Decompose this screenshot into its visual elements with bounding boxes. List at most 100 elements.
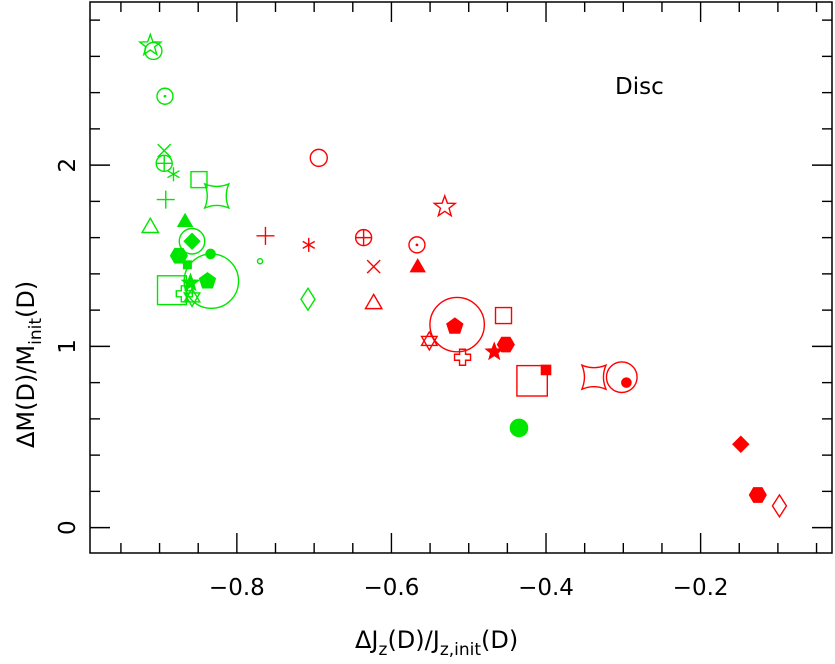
marker-dot: [415, 243, 419, 247]
marker-shape: [178, 227, 206, 255]
data-point-triangle-open-green: [140, 216, 160, 234]
y-axis-label-sub: init: [26, 318, 46, 345]
data-point-circle-filled-red: [621, 377, 632, 388]
marker-shape: [309, 148, 328, 168]
data-point-hexagon-filled-red: [748, 487, 767, 503]
data-point-square-open-green: [190, 170, 208, 189]
x-axis-label-main: ΔJ: [355, 626, 379, 654]
marker-shape: [446, 317, 464, 334]
axes: [89, 1, 833, 554]
data-point-curved-square-red: [580, 363, 608, 391]
marker-shape: [771, 493, 788, 519]
data-point-cross-x-green: [157, 143, 172, 158]
data-point-plus-red: [256, 226, 275, 245]
data-point-asterisk-green: [167, 167, 180, 182]
data-point-circle-filled-green: [509, 418, 529, 438]
marker-shape: [484, 341, 505, 361]
x-tick-label: −0.2: [673, 575, 729, 601]
x-axis-label-tail: (D): [481, 626, 518, 654]
data-point-triangle-filled-red: [409, 258, 426, 273]
marker-shape: [366, 259, 381, 274]
marker-shape: [748, 487, 767, 503]
data-point-plus-open-green: [175, 285, 193, 303]
data-point-hexagram-red: [420, 330, 439, 352]
data-point-pentagon-filled-red: [446, 317, 464, 334]
data-point-star-open-green: [137, 32, 163, 57]
y-tick-label: 1: [55, 339, 81, 354]
data-point-star-open-red: [432, 193, 458, 218]
data-point-star-filled-green: [180, 272, 201, 292]
marker-shape: [509, 418, 529, 438]
data-points: [137, 32, 788, 519]
data-point-square-filled-red: [540, 364, 552, 376]
data-point-circle-open-green: [178, 227, 206, 255]
panel-annotation: Disc: [615, 74, 664, 100]
x-tick-label: −0.4: [518, 575, 574, 601]
y-tick-label: 0: [55, 520, 81, 535]
data-point-circle-dot-red: [408, 236, 426, 254]
marker-shape: [156, 275, 188, 306]
marker-shape: [156, 190, 175, 209]
marker-shape: [137, 32, 163, 57]
marker-shape: [156, 87, 174, 105]
data-point-hexagon-filled-red: [496, 336, 515, 353]
data-point-diamond-open-red: [771, 493, 788, 519]
data-point-circle-dot-green: [156, 87, 174, 105]
marker-shape: [420, 330, 439, 347]
marker-shape: [516, 364, 549, 397]
marker-shape: [605, 361, 638, 394]
tick-marks: [90, 2, 832, 553]
marker-shape: [183, 232, 201, 250]
marker-shape: [180, 272, 201, 292]
x-axis-label-sub2: z,init: [440, 640, 482, 660]
data-point-square-open-red: [494, 306, 513, 325]
data-point-diamond-filled-green: [183, 232, 201, 250]
x-axis-label: ΔJz(D)/Jz,init(D): [355, 626, 518, 660]
marker-shape: [364, 292, 384, 310]
data-point-circle-open-green: [256, 257, 264, 265]
data-point-circle-open-green: [144, 41, 163, 61]
marker-shape-inverted: [420, 335, 439, 352]
marker-shape: [167, 167, 180, 182]
marker-shape: [183, 287, 202, 303]
marker-shape: [621, 377, 632, 388]
marker-shape: [409, 258, 426, 273]
data-point-curved-square-green: [203, 182, 231, 210]
data-point-triangle-open-red: [364, 292, 384, 310]
data-point-pentagon-filled-green: [198, 272, 217, 289]
marker-shape: [302, 237, 316, 252]
marker-shape: [256, 226, 275, 245]
data-point-cross-x-red: [366, 259, 381, 274]
marker-shape: [190, 170, 208, 189]
marker-cross: [355, 229, 372, 246]
marker-shape: [496, 336, 515, 353]
y-axis-label-main: ΔM(D)/M: [12, 345, 40, 448]
data-point-triangle-filled-green: [176, 212, 194, 228]
data-point-diamond-filled-red: [732, 435, 750, 453]
marker-shape: [408, 236, 426, 254]
data-point-square-open-red: [516, 364, 549, 397]
y-axis-label: ΔM(D)/Minit(D): [12, 281, 46, 448]
x-axis-label-sub1: z: [379, 640, 388, 660]
marker-shape: [157, 143, 172, 158]
marker-shape: [494, 306, 513, 325]
marker-shape: [175, 285, 193, 303]
data-point-diamond-open-green: [300, 286, 316, 312]
marker-shape: [453, 348, 472, 366]
data-point-asterisk-red: [302, 237, 316, 252]
marker-shape: [198, 272, 217, 289]
marker-shape: [256, 257, 264, 265]
data-point-plus-open-red: [453, 348, 472, 366]
data-point-circle-plus-red: [354, 228, 373, 247]
data-point-circle-plus-green: [155, 154, 173, 173]
data-point-star-filled-red: [484, 341, 505, 361]
data-point-circle-open-red: [429, 296, 486, 353]
x-tick-label: −0.8: [209, 575, 265, 601]
data-point-plus-green: [156, 190, 175, 209]
marker-shape: [732, 435, 750, 453]
data-point-circle-open-red: [309, 148, 328, 168]
x-tick-label: −0.6: [364, 575, 420, 601]
marker-shape: [140, 216, 160, 234]
